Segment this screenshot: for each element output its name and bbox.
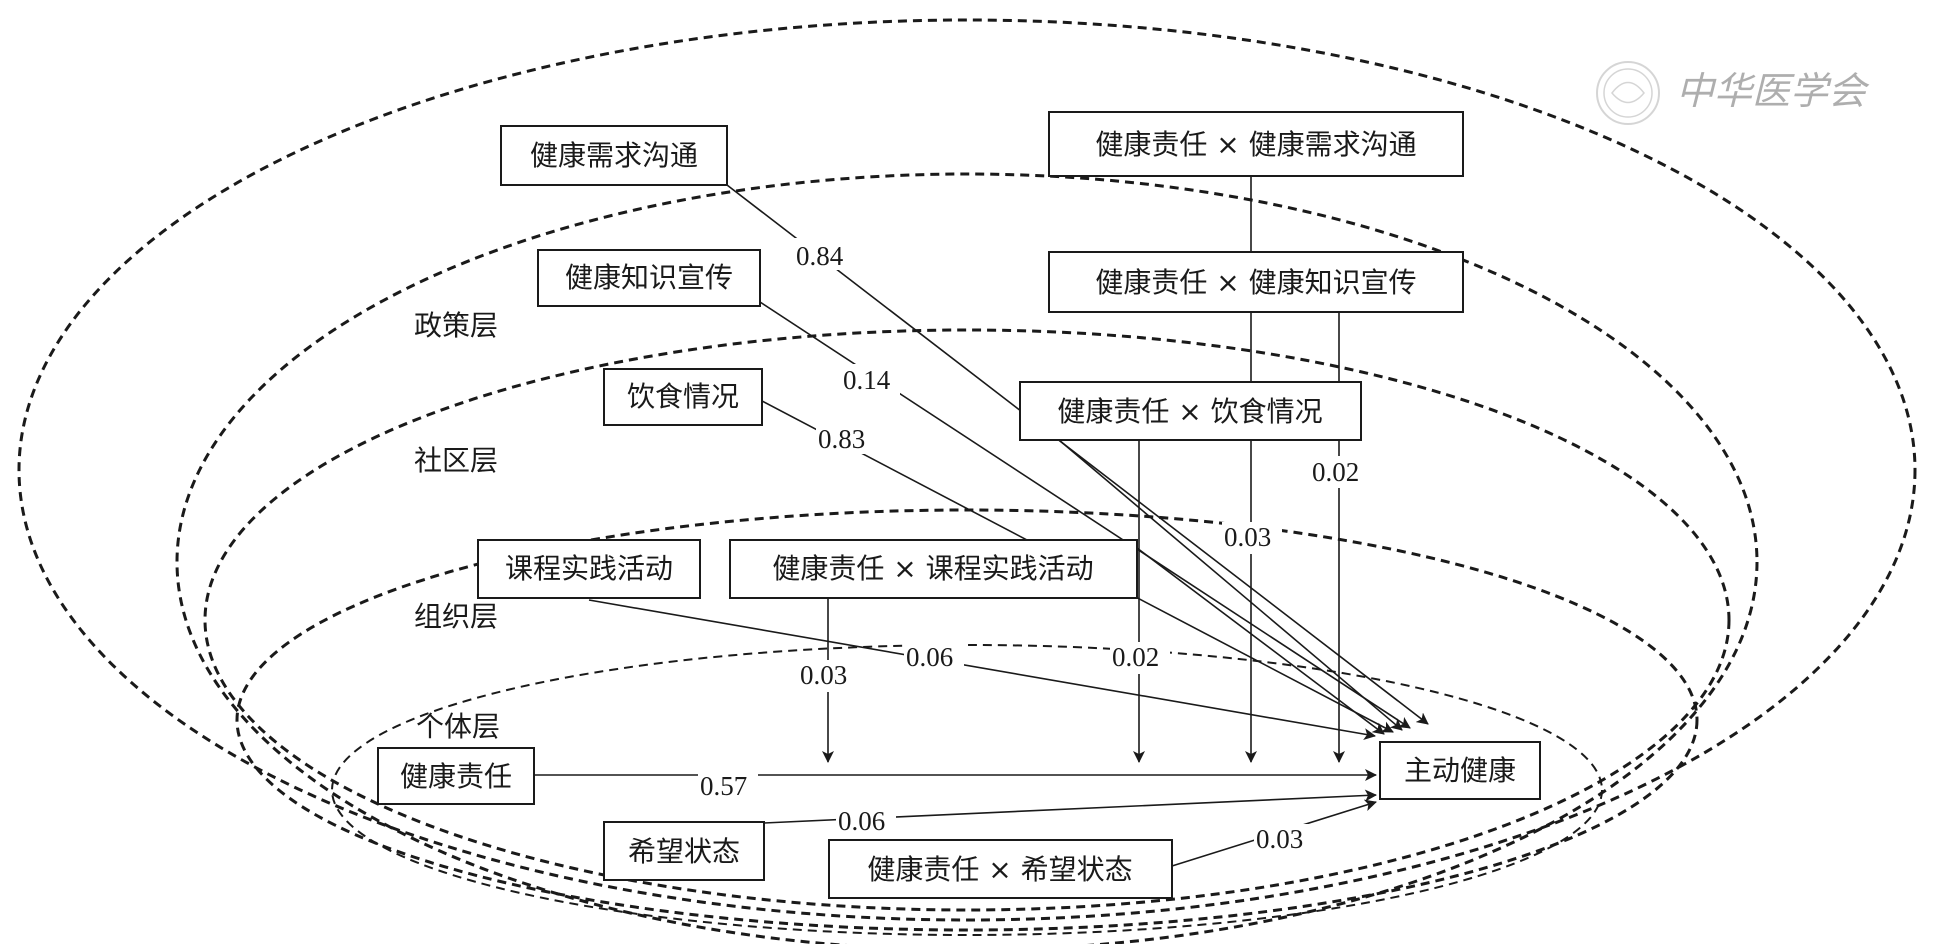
node-responsibility: 健康责任 bbox=[377, 747, 535, 805]
community-layer-ellipse bbox=[175, 172, 1759, 944]
coef-hope: 0.06 bbox=[838, 806, 885, 836]
watermark-text: 中华医学会 bbox=[1676, 69, 1870, 113]
node-label-diet: 饮食情况 bbox=[627, 380, 739, 413]
node-diet: 饮食情况 bbox=[603, 368, 763, 426]
node-resp-x-course: 健康责任 × 课程实践活动 bbox=[729, 539, 1138, 599]
nodes: 健康需求沟通 健康责任 × 健康需求沟通 健康知识宣传 健康责任 × 健康知识宣… bbox=[377, 111, 1541, 899]
node-course: 课程实践活动 bbox=[477, 539, 701, 599]
path-resp-x-course-diag bbox=[1136, 547, 1385, 735]
node-label-comm-need: 健康需求沟通 bbox=[530, 139, 698, 172]
node-resp-x-comm-need: 健康责任 × 健康需求沟通 bbox=[1048, 111, 1464, 177]
node-hope: 希望状态 bbox=[603, 821, 765, 881]
node-label-resp-x-hope: 健康责任 × 希望状态 bbox=[867, 853, 1132, 886]
watermark-logo: 中华医学会 bbox=[1596, 61, 1870, 125]
individual-layer-ellipse bbox=[235, 508, 1699, 932]
node-comm-need: 健康需求沟通 bbox=[500, 125, 728, 186]
coef-course: 0.06 bbox=[906, 642, 953, 672]
coefficient-labels: 0.84 0.14 0.83 0.06 0.03 0.02 0.03 0.02 … bbox=[698, 238, 1370, 856]
path-course bbox=[588, 599, 1376, 741]
layer-label-individual: 个体层 bbox=[416, 710, 500, 743]
layer-label-organization: 组织层 bbox=[414, 600, 498, 633]
coef-resp-x-course: 0.03 bbox=[800, 660, 847, 690]
organization-layer-ellipse bbox=[203, 328, 1731, 912]
coef-knowledge: 0.14 bbox=[843, 365, 891, 395]
layer-label-policy: 政策层 bbox=[414, 309, 498, 342]
coef-responsibility: 0.57 bbox=[700, 771, 747, 801]
node-label-resp-x-comm-need: 健康责任 × 健康需求沟通 bbox=[1095, 128, 1416, 161]
node-outcome: 主动健康 bbox=[1379, 741, 1541, 800]
node-resp-x-hope: 健康责任 × 希望状态 bbox=[828, 839, 1173, 899]
node-label-knowledge: 健康知识宣传 bbox=[565, 261, 733, 294]
node-label-resp-x-diet: 健康责任 × 饮食情况 bbox=[1057, 395, 1322, 428]
individual-core-ellipse bbox=[331, 644, 1603, 936]
coef-resp-x-diet: 0.02 bbox=[1112, 642, 1159, 672]
node-label-outcome: 主动健康 bbox=[1404, 754, 1516, 787]
coef-resp-x-knowledge: 0.03 bbox=[1224, 522, 1271, 552]
node-label-course: 课程实践活动 bbox=[505, 552, 673, 585]
coef-diet: 0.83 bbox=[818, 424, 865, 454]
coef-comm-need: 0.84 bbox=[796, 241, 844, 271]
path-resp-x-diet-diag bbox=[1058, 439, 1403, 731]
node-label-resp-x-knowledge: 健康责任 × 健康知识宣传 bbox=[1095, 266, 1416, 299]
coef-resp-x-comm-need: 0.02 bbox=[1312, 457, 1359, 487]
node-knowledge: 健康知识宣传 bbox=[537, 249, 761, 307]
path-comm-need bbox=[726, 184, 1429, 725]
node-resp-x-knowledge: 健康责任 × 健康知识宣传 bbox=[1048, 251, 1464, 313]
layer-labels: 政策层 社区层 组织层 个体层 bbox=[414, 309, 500, 743]
node-label-responsibility: 健康责任 bbox=[400, 760, 512, 793]
layer-label-community: 社区层 bbox=[414, 444, 498, 477]
node-label-resp-x-course: 健康责任 × 课程实践活动 bbox=[772, 552, 1093, 585]
policy-layer-ellipse bbox=[17, 18, 1917, 922]
coef-resp-x-hope: 0.03 bbox=[1256, 824, 1303, 854]
node-label-hope: 希望状态 bbox=[628, 835, 740, 868]
node-resp-x-diet: 健康责任 × 饮食情况 bbox=[1019, 381, 1362, 441]
